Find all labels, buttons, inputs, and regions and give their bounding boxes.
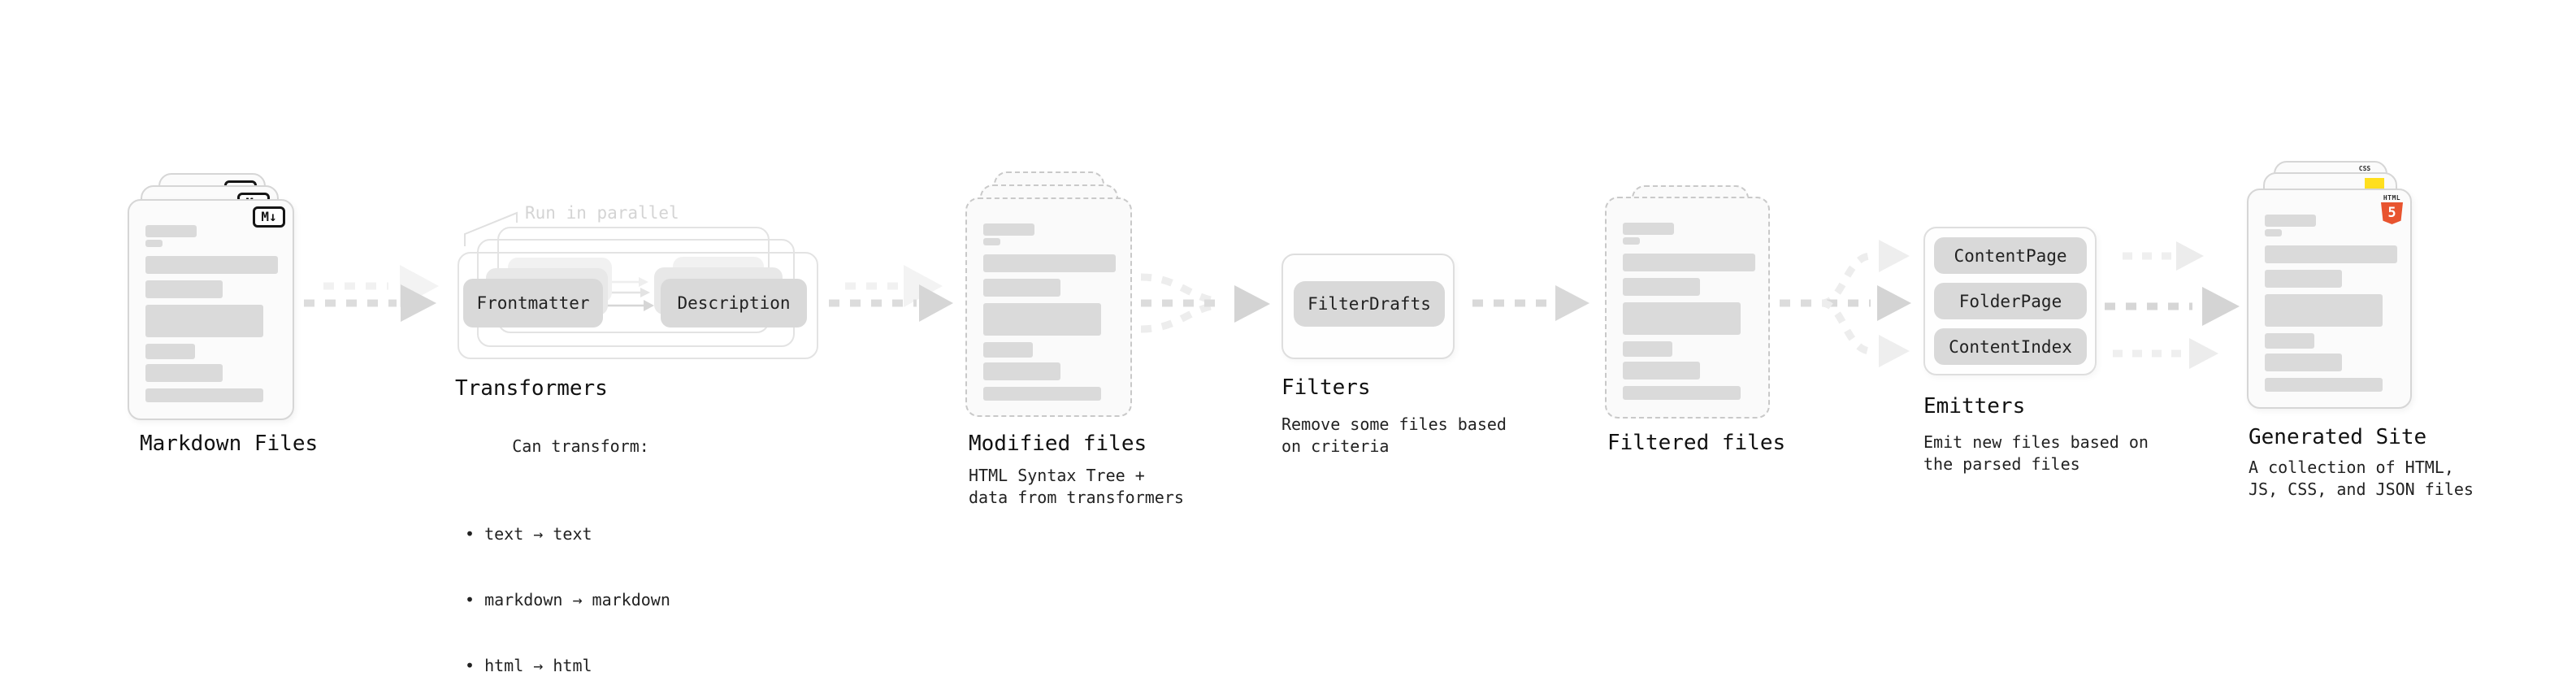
skeleton-text-bar [145,225,197,237]
markdown-files-label: Markdown Files [140,432,319,456]
skeleton-text-bar [1623,237,1640,245]
transform-bullet-list: text → text markdown → markdown html → h… [453,479,670,681]
skeleton-text-bar [983,303,1101,336]
modified-file-card [965,197,1132,417]
arrow-emitters-to-generated [2105,241,2240,369]
markdown-file-card: M↓ [128,199,294,420]
filters-subtitle-line1: Remove some files based [1281,414,1507,434]
skeleton-text-bar [145,344,195,359]
skeleton-text-bar [145,305,263,337]
css-icon-label: CSS [2358,165,2371,172]
skeleton-text-bar [1623,362,1700,380]
skeleton-text-bar [983,254,1116,272]
arrow-markdown-to-transformers [304,265,439,322]
modified-files-subtitle-line1: HTML Syntax Tree + [969,466,1145,485]
transformer-panel-front [458,252,818,359]
emitters-subtitle-line2: the parsed files [1923,454,2080,474]
emitters-title: Emitters [1923,394,2026,419]
skeleton-text-bar [2265,333,2314,349]
generated-file-card-html: HTML 5 [2247,189,2412,409]
skeleton-text-bar [1623,278,1700,296]
generated-site-subtitle-line1: A collection of HTML, [2249,458,2454,477]
run-in-parallel-annotation: Run in parallel [525,203,679,223]
skeleton-text-bar [145,280,223,298]
skeleton-text-bar [2265,354,2342,371]
arrow-transformers-to-modified [829,265,953,322]
modified-files-subtitle-line2: data from transformers [969,488,1184,507]
transform-bullet: text → text [465,523,670,545]
html5-icon-label: HTML [2383,194,2401,202]
markdown-icon: M↓ [253,206,285,228]
skeleton-text-bar [145,256,278,274]
skeleton-text-bar [983,362,1060,380]
transformers-description: Can transform: text → text markdown → ma… [453,414,670,681]
frontmatter-chip: Frontmatter [463,279,603,327]
skeleton-text-bar [2265,215,2316,227]
skeleton-text-bar [983,387,1101,401]
transformers-title: Transformers [455,376,608,401]
skeleton-text-bar [1623,386,1741,400]
filtered-file-card [1605,197,1770,419]
skeleton-text-bar [983,238,1000,245]
skeleton-text-bar [983,342,1033,358]
contentindex-chip: ContentIndex [1934,328,2087,365]
filtered-files-title: Filtered files [1607,431,1786,455]
arrow-filters-to-filtered [1472,285,1589,321]
skeleton-text-bar [983,223,1034,236]
modified-files-title: Modified files [969,432,1147,456]
description-chip: Description [661,279,807,327]
emitters-subtitle-line1: Emit new files based on [1923,432,2149,452]
can-transform-heading: Can transform: [512,436,649,456]
generated-site-title: Generated Site [2249,425,2427,449]
filters-title: Filters [1281,375,1371,400]
transform-bullet: html → html [465,655,670,677]
arrow-modified-to-filters [1140,273,1270,333]
contentpage-chip: ContentPage [1934,237,2087,274]
javascript-icon [2365,178,2384,189]
skeleton-text-bar [1623,341,1672,357]
skeleton-text-bar [2265,229,2282,236]
folderpage-chip: FolderPage [1934,283,2087,319]
transform-bullet: markdown → markdown [465,589,670,611]
skeleton-text-bar [1623,302,1741,335]
skeleton-text-bar [2265,378,2383,392]
generated-site-subtitle-line2: JS, CSS, and JSON files [2249,479,2474,499]
filters-subtitle-line2: on criteria [1281,436,1390,456]
skeleton-text-bar [1623,223,1674,235]
skeleton-text-bar [145,240,163,247]
skeleton-text-bar [2265,270,2342,288]
skeleton-text-bar [145,388,263,402]
arrow-filtered-to-emitters [1780,240,1911,367]
html5-icon-shield: 5 [2381,202,2403,224]
html5-icon: HTML 5 [2381,194,2403,224]
filterdrafts-chip: FilterDrafts [1294,281,1445,327]
skeleton-text-bar [1623,254,1755,271]
skeleton-text-bar [2265,294,2383,327]
skeleton-text-bar [983,279,1060,297]
skeleton-text-bar [145,364,223,382]
skeleton-text-bar [2265,245,2397,263]
